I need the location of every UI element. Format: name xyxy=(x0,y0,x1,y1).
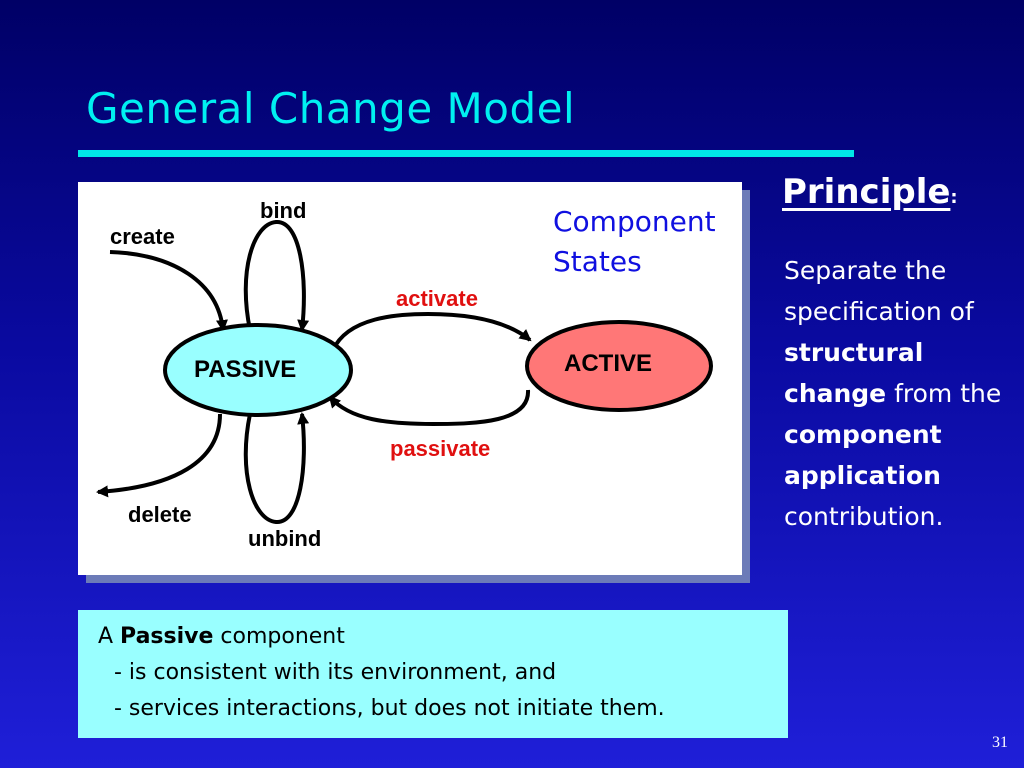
title-underline-rule xyxy=(78,150,854,157)
delete-label: delete xyxy=(128,502,192,527)
principle-heading: Principle: xyxy=(782,172,958,212)
create-label: create xyxy=(110,224,175,249)
active-state-label: ACTIVE xyxy=(564,350,653,377)
passive-definition-box: A Passive component - is consistent with… xyxy=(78,610,788,738)
passive-state-label: PASSIVE xyxy=(194,356,297,383)
component-states-heading: Component States xyxy=(553,202,743,282)
principle-bold-structural-change: structural change xyxy=(784,338,924,408)
principle-heading-colon: : xyxy=(950,187,958,208)
activate-arrow xyxy=(331,311,532,351)
passivate-arrow xyxy=(328,389,531,427)
state-diagram xyxy=(96,220,713,524)
principle-text-2: from the xyxy=(886,379,1002,408)
component-states-heading-line1: Component xyxy=(553,205,716,238)
passive-state-node xyxy=(163,323,353,417)
note-line-1-prefix: A xyxy=(98,624,121,649)
unbind-loop-arrow xyxy=(243,412,310,524)
bind-loop-arrow xyxy=(243,220,310,332)
unbind-label: unbind xyxy=(248,526,322,551)
principle-bold-component-application: component application xyxy=(784,420,942,490)
note-line-1-suffix: component xyxy=(213,624,345,649)
note-line-1-bold: Passive xyxy=(120,624,214,649)
delete-arrow xyxy=(96,413,222,498)
create-arrow xyxy=(109,250,228,332)
component-states-heading-line2: States xyxy=(553,245,642,278)
slide-title: General Change Model xyxy=(86,84,576,133)
active-state-node xyxy=(525,320,713,412)
principle-text-1: Separate the specification of xyxy=(784,256,974,326)
note-line-1: A Passive component xyxy=(98,624,345,649)
note-line-3: - services interactions, but does not in… xyxy=(114,696,665,721)
bind-label: bind xyxy=(260,198,307,223)
note-line-2: - is consistent with its environment, an… xyxy=(114,660,557,685)
page-number: 31 xyxy=(992,734,1008,751)
activate-label: activate xyxy=(396,286,478,311)
principle-heading-word: Principle xyxy=(782,172,951,212)
state-diagram-panel: create bind unbind delete activate passi… xyxy=(78,182,742,575)
principle-body: Separate the specification of structural… xyxy=(784,250,1020,537)
principle-text-3: contribution. xyxy=(784,502,944,531)
passivate-label: passivate xyxy=(390,436,491,461)
